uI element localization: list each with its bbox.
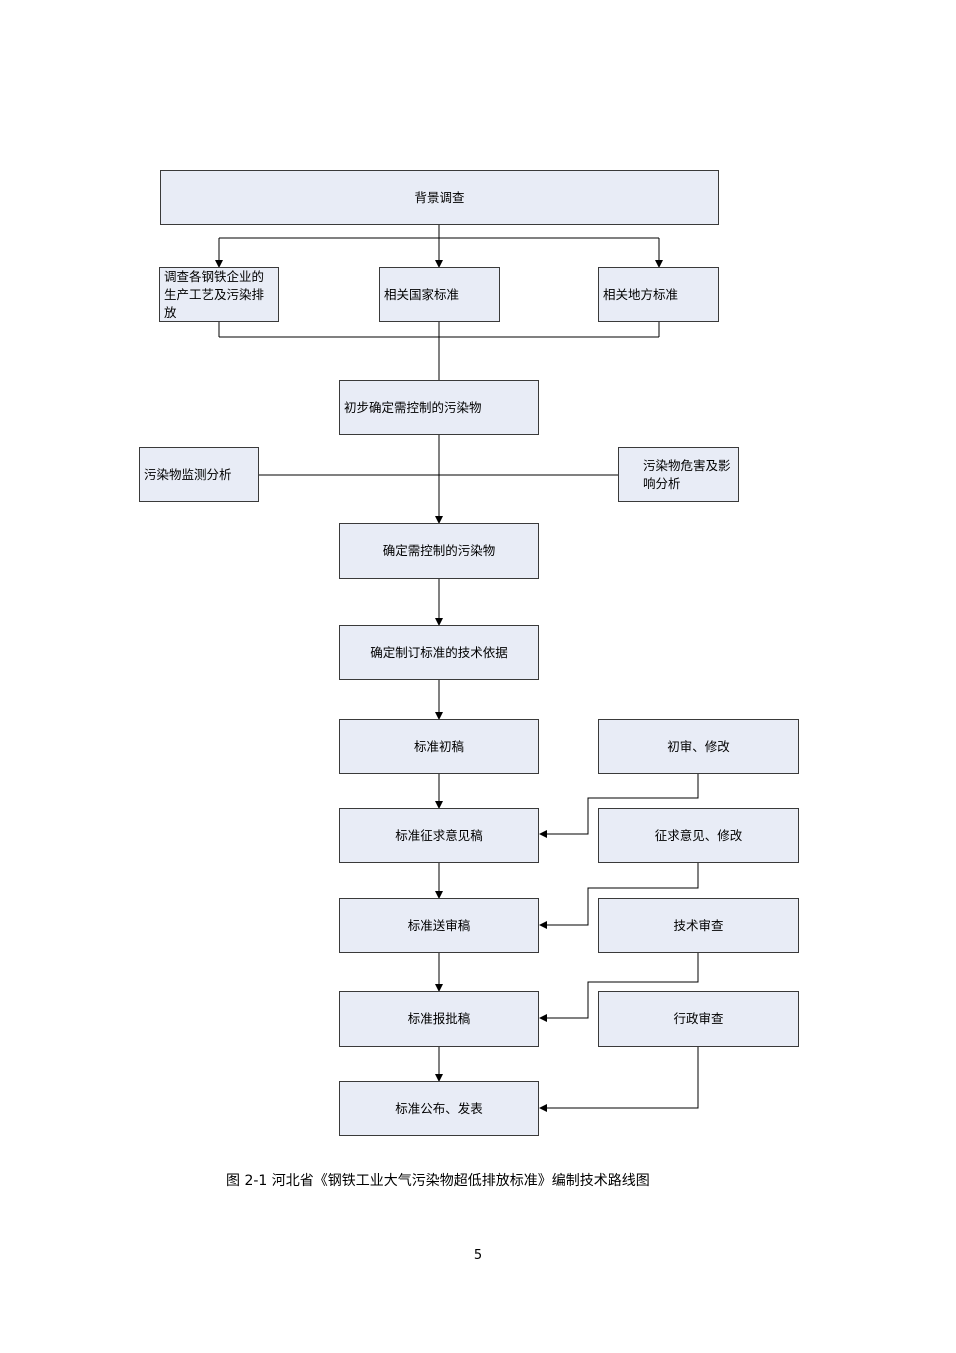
initial-review-box: 初审、修改 xyxy=(598,719,799,774)
approval-draft-box: 标准报批稿 xyxy=(339,991,539,1047)
page-number: 5 xyxy=(473,1248,483,1263)
hazard-analysis-box: 污染物危害及影响分析 xyxy=(618,447,739,502)
background-survey-box: 背景调查 xyxy=(160,170,719,225)
technical-basis-box: 确定制订标准的技术依据 xyxy=(339,625,539,680)
determine-pollutants-box: 确定需控制的污染物 xyxy=(339,523,539,579)
consultation-revision-box: 征求意见、修改 xyxy=(598,808,799,863)
figure-caption: 图 2-1 河北省《钢铁工业大气污染物超低排放标准》编制技术路线图 xyxy=(226,1173,650,1189)
enterprise-survey-box: 调查各钢铁企业的生产工艺及污染排放 xyxy=(159,267,279,322)
prelim-pollutants-box: 初步确定需控制的污染物 xyxy=(339,380,539,435)
review-draft-box: 标准送审稿 xyxy=(339,898,539,953)
consultation-draft-box: 标准征求意见稿 xyxy=(339,808,539,863)
publication-box: 标准公布、发表 xyxy=(339,1081,539,1136)
national-standards-box: 相关国家标准 xyxy=(379,267,500,322)
technical-review-box: 技术审查 xyxy=(598,898,799,953)
administrative-review-box: 行政审查 xyxy=(598,991,799,1047)
monitoring-analysis-box: 污染物监测分析 xyxy=(139,447,259,502)
local-standards-box: 相关地方标准 xyxy=(598,267,719,322)
initial-draft-box: 标准初稿 xyxy=(339,719,539,774)
